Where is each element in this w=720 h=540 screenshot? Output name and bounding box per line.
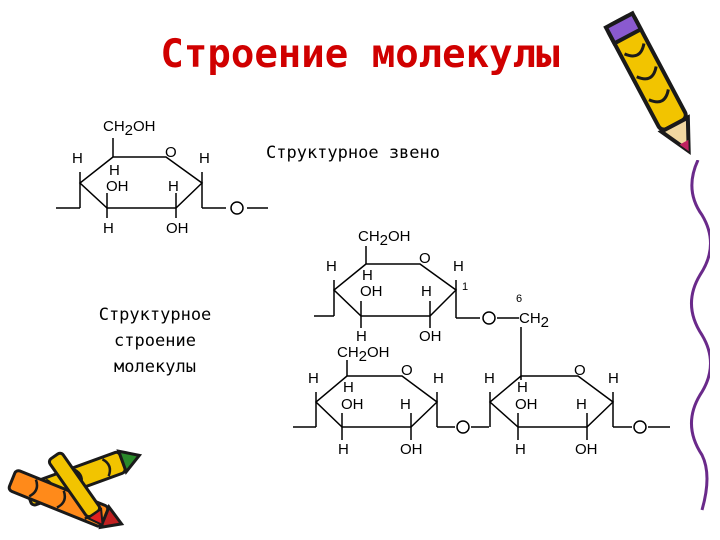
squiggle-border: [690, 160, 710, 511]
top-h-5: H: [356, 328, 367, 345]
bl-ring-o: O: [401, 362, 413, 379]
slide-title: Строение молекулы: [160, 32, 560, 77]
unit-h-2: H: [109, 162, 120, 179]
crayons-icon: [7, 449, 143, 530]
top-oh-2: OH: [419, 328, 442, 345]
bl-h-4: H: [400, 396, 411, 413]
top-ring: [332, 263, 458, 317]
top-ch2oh: CH2OH: [358, 228, 411, 249]
br-ring-o: O: [574, 362, 586, 379]
unit-h-5: H: [103, 220, 114, 237]
br-h-1: H: [484, 370, 495, 387]
structural-build-line-2: строение: [114, 331, 196, 351]
br-oh-1: OH: [515, 396, 538, 413]
branch-ch2: CH2: [519, 310, 549, 331]
br-h-3: H: [608, 370, 619, 387]
pencil-icon: [603, 10, 691, 156]
top-h-2: H: [362, 267, 373, 284]
unit-oh-2: OH: [166, 220, 189, 237]
structural-build-line-3: молекулы: [114, 357, 196, 377]
unit-h-1: H: [72, 150, 83, 167]
unit-ring-o: O: [165, 144, 177, 161]
bl-oh-2: OH: [400, 441, 423, 458]
bl-oh-1: OH: [341, 396, 364, 413]
br-h-2: H: [517, 379, 528, 396]
bl-h-3: H: [433, 370, 444, 387]
bl-h-5: H: [338, 441, 349, 458]
structural-build-line-1: Структурное: [98, 305, 212, 325]
br-h-5: H: [515, 441, 526, 458]
unit-oh-1: OH: [106, 178, 129, 195]
br-oh-2: OH: [575, 441, 598, 458]
structural-build-label: Структурное строение молекулы: [60, 302, 250, 380]
top-oh-1: OH: [360, 283, 383, 300]
unit-h-3: H: [199, 150, 210, 167]
unit-ch2oh: CH2OH: [103, 118, 156, 139]
bl-ch2oh: CH2OH: [337, 344, 390, 365]
structural-unit-label: Структурное звено: [266, 143, 440, 163]
top-c1-num: 1: [462, 281, 468, 293]
top-h-1: H: [326, 258, 337, 275]
unit-o-bridge: [230, 201, 244, 215]
bottom-left-ring: [314, 375, 439, 428]
br-h-4: H: [576, 396, 587, 413]
unit-h-4: H: [168, 178, 179, 195]
branch-c6-num: 6: [516, 293, 522, 305]
br-o-bridge: [633, 420, 647, 434]
top-h-3: H: [453, 258, 464, 275]
top-h-4: H: [421, 283, 432, 300]
bottom-right-ring: [488, 375, 615, 428]
bl-h-2: H: [343, 379, 354, 396]
bl-o-bridge: [456, 420, 470, 434]
top-o-bridge: [482, 311, 496, 325]
top-ring-o: O: [419, 250, 431, 267]
bl-h-1: H: [308, 370, 319, 387]
